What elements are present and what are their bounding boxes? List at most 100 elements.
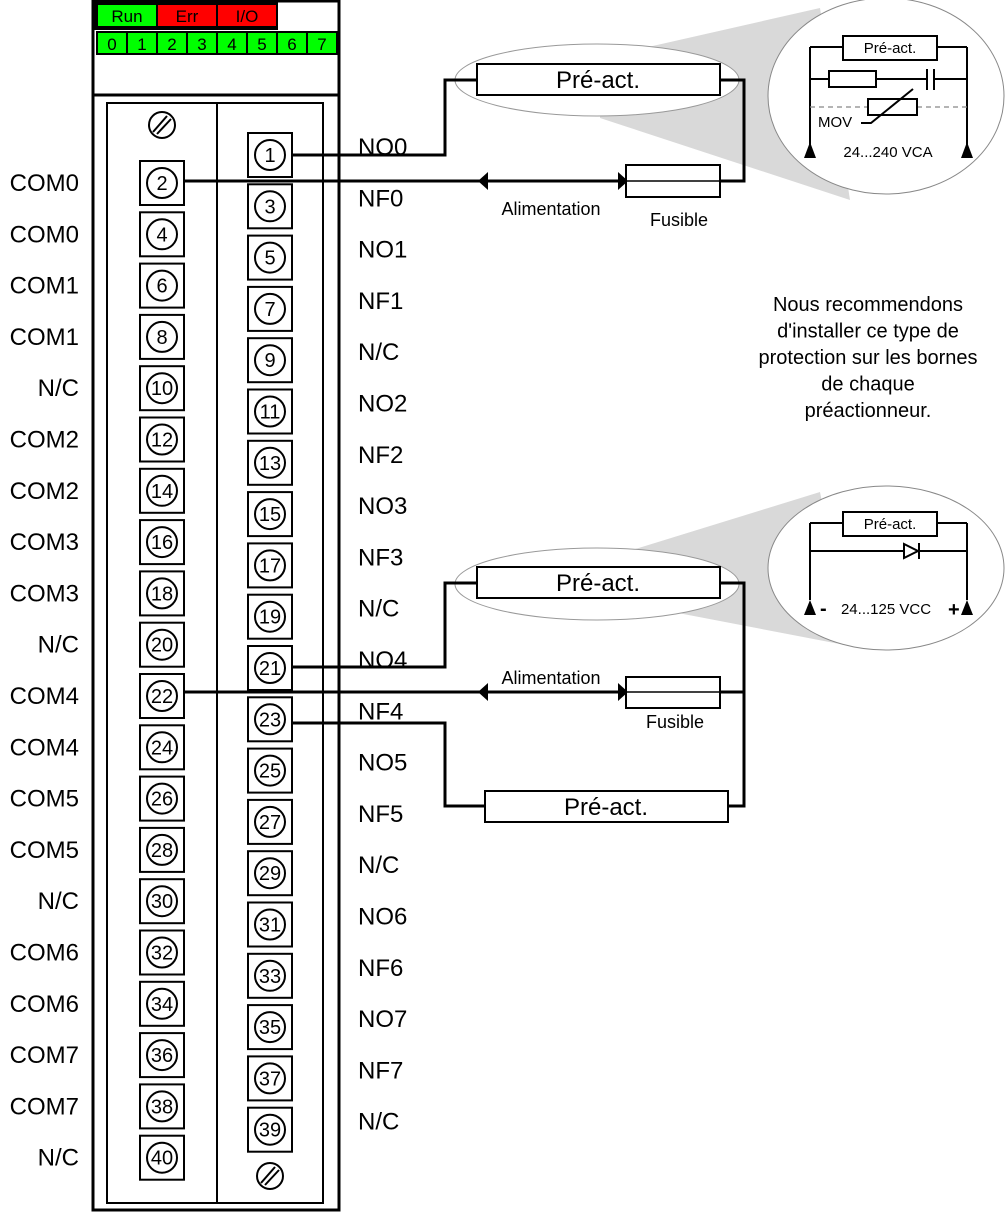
terminal-40[interactable]: 40 xyxy=(139,1134,185,1181)
terminal-25[interactable]: 25 xyxy=(247,747,293,794)
preact-box-ac xyxy=(476,63,721,96)
screw-icon-top[interactable] xyxy=(148,111,176,139)
wire-return-dc xyxy=(720,581,746,808)
screw-icon-bottom[interactable] xyxy=(256,1162,284,1190)
terminal-label-39: N/C xyxy=(358,1109,399,1136)
zoom-dc-preact-box xyxy=(842,511,938,537)
terminal-1[interactable]: 1 xyxy=(247,132,293,178)
led-label: I/O xyxy=(236,7,259,26)
channel-led-4: 4 xyxy=(216,31,248,55)
screw-terminal-icon xyxy=(254,959,286,992)
terminal-8[interactable]: 8 xyxy=(139,313,185,360)
terminal-label-26: COM5 xyxy=(10,786,79,813)
screw-terminal-icon xyxy=(146,987,178,1020)
terminal-36[interactable]: 36 xyxy=(139,1032,185,1079)
terminal-19[interactable]: 19 xyxy=(247,593,293,640)
terminal-38[interactable]: 38 xyxy=(139,1083,185,1130)
terminal-39[interactable]: 39 xyxy=(247,1106,293,1153)
preact-label-dc: Pré-act. xyxy=(556,570,640,597)
terminal-30[interactable]: 30 xyxy=(139,878,185,925)
terminal-number: 21 xyxy=(259,658,281,680)
terminal-2[interactable]: 2 xyxy=(139,160,185,206)
terminal-21[interactable]: 21 xyxy=(247,645,293,691)
terminal-10[interactable]: 10 xyxy=(139,365,185,412)
right-terminal-labels: NO0NF0NO1NF1N/CNO2NF2NO3NF3N/CNO4NF4NO5N… xyxy=(358,134,407,1136)
screw-terminal-icon xyxy=(146,1141,178,1174)
terminal-27[interactable]: 27 xyxy=(247,798,293,845)
zoom-ac-preact-label: Pré-act. xyxy=(864,40,917,57)
terminal-label-14: COM2 xyxy=(10,478,79,505)
screw-terminal-icon xyxy=(254,395,286,428)
terminal-number: 28 xyxy=(151,840,173,862)
terminal-23[interactable]: 23 xyxy=(247,696,293,743)
terminal-label-7: NF1 xyxy=(358,288,403,315)
terminal-label-32: COM6 xyxy=(10,940,79,967)
terminal-14[interactable]: 14 xyxy=(139,467,185,514)
led-indicator xyxy=(306,31,338,55)
terminal-label-16: COM3 xyxy=(10,529,79,556)
screw-terminal-icon xyxy=(146,167,178,199)
terminal-26[interactable]: 26 xyxy=(139,775,185,822)
terminal-12[interactable]: 12 xyxy=(139,416,185,463)
screw-terminal-icon xyxy=(146,423,178,456)
terminal-24[interactable]: 24 xyxy=(139,724,185,771)
terminal-9[interactable]: 9 xyxy=(247,337,293,384)
terminal-7[interactable]: 7 xyxy=(247,285,293,332)
terminal-3[interactable]: 3 xyxy=(247,183,293,230)
terminal-22[interactable]: 22 xyxy=(139,673,185,719)
note-line: de chaque xyxy=(821,374,914,396)
terminal-4[interactable]: 4 xyxy=(139,211,185,258)
terminal-13[interactable]: 13 xyxy=(247,439,293,486)
preact-box-dc-2 xyxy=(484,790,729,823)
terminal-18[interactable]: 18 xyxy=(139,570,185,617)
screw-terminal-icon xyxy=(254,446,286,479)
status-led-err: Err xyxy=(156,3,218,28)
terminal-label-36: COM7 xyxy=(10,1042,79,1069)
screw-terminal-icon xyxy=(254,549,286,582)
screw-terminal-icon xyxy=(146,680,178,712)
terminal-label-30: N/C xyxy=(38,888,79,915)
terminal-number: 6 xyxy=(156,276,167,298)
screw-terminal-icon xyxy=(146,1090,178,1123)
screw-terminal-icon xyxy=(254,908,286,941)
terminal-11[interactable]: 11 xyxy=(247,388,293,435)
terminal-number: 16 xyxy=(151,532,173,554)
terminal-number: 22 xyxy=(151,686,173,708)
screw-terminal-icon xyxy=(146,372,178,405)
channel-led-0: 0 xyxy=(96,31,128,55)
terminal-5[interactable]: 5 xyxy=(247,234,293,281)
terminal-32[interactable]: 32 xyxy=(139,929,185,976)
note-line: préactionneur. xyxy=(805,400,932,422)
screw-terminal-icon xyxy=(254,292,286,325)
terminal-29[interactable]: 29 xyxy=(247,850,293,897)
screw-terminal-icon xyxy=(254,190,286,223)
terminal-16[interactable]: 16 xyxy=(139,519,185,566)
wire-no0 xyxy=(292,78,477,157)
terminal-number: 9 xyxy=(264,350,275,372)
terminal-17[interactable]: 17 xyxy=(247,542,293,589)
terminal-number: 26 xyxy=(151,789,173,811)
terminal-31[interactable]: 31 xyxy=(247,901,293,948)
terminal-number: 5 xyxy=(264,248,275,270)
terminal-37[interactable]: 37 xyxy=(247,1055,293,1102)
terminal-label-25: NO5 xyxy=(358,750,407,777)
terminal-number: 25 xyxy=(259,761,281,783)
resistor-icon xyxy=(828,70,877,88)
terminal-35[interactable]: 35 xyxy=(247,1004,293,1051)
terminal-34[interactable]: 34 xyxy=(139,980,185,1027)
wire-return-ac xyxy=(720,78,746,183)
screw-terminal-icon xyxy=(146,526,178,559)
terminal-6[interactable]: 6 xyxy=(139,262,185,309)
terminal-20[interactable]: 20 xyxy=(139,621,185,668)
terminal-28[interactable]: 28 xyxy=(139,826,185,873)
preact-label-ac: Pré-act. xyxy=(556,67,640,94)
terminal-label-8: COM1 xyxy=(10,324,79,351)
terminal-number: 23 xyxy=(259,709,281,731)
arrow-left-icon xyxy=(478,172,488,190)
screw-terminal-icon xyxy=(146,782,178,815)
terminal-label-4: COM0 xyxy=(10,221,79,248)
terminal-label-31: NO6 xyxy=(358,904,407,931)
terminal-33[interactable]: 33 xyxy=(247,952,293,999)
terminal-15[interactable]: 15 xyxy=(247,491,293,538)
